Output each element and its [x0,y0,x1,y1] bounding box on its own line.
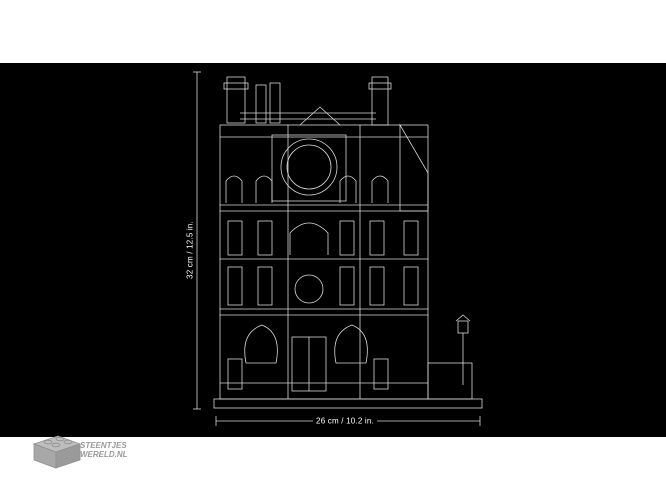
height-dimension-line [193,71,201,410]
building-line-drawing [193,71,483,426]
brick-logo-icon [32,435,82,469]
watermark-text: STEENTJES WERELD.NL [80,441,128,459]
upper-windows [225,175,389,203]
watermark-line-1: STEENTJES [80,441,127,450]
building-facade [219,124,429,400]
middle-windows [227,220,419,306]
product-image: 32 cm / 12.5 in. 26 cm / 10.2 in. [0,63,666,437]
width-label: 26 cm / 10.2 in. [313,416,377,426]
height-label: 32 cm / 12.5 in. [185,221,195,279]
clock-emblem [294,274,324,304]
watermark-line-2: WERELD.NL [80,450,128,459]
street-lamp [455,314,471,385]
chimneys [223,76,392,126]
mansard-roof [399,123,429,212]
building-base [213,398,483,409]
round-window [271,134,347,202]
side-annex [427,362,473,400]
ground-floor [227,324,389,392]
